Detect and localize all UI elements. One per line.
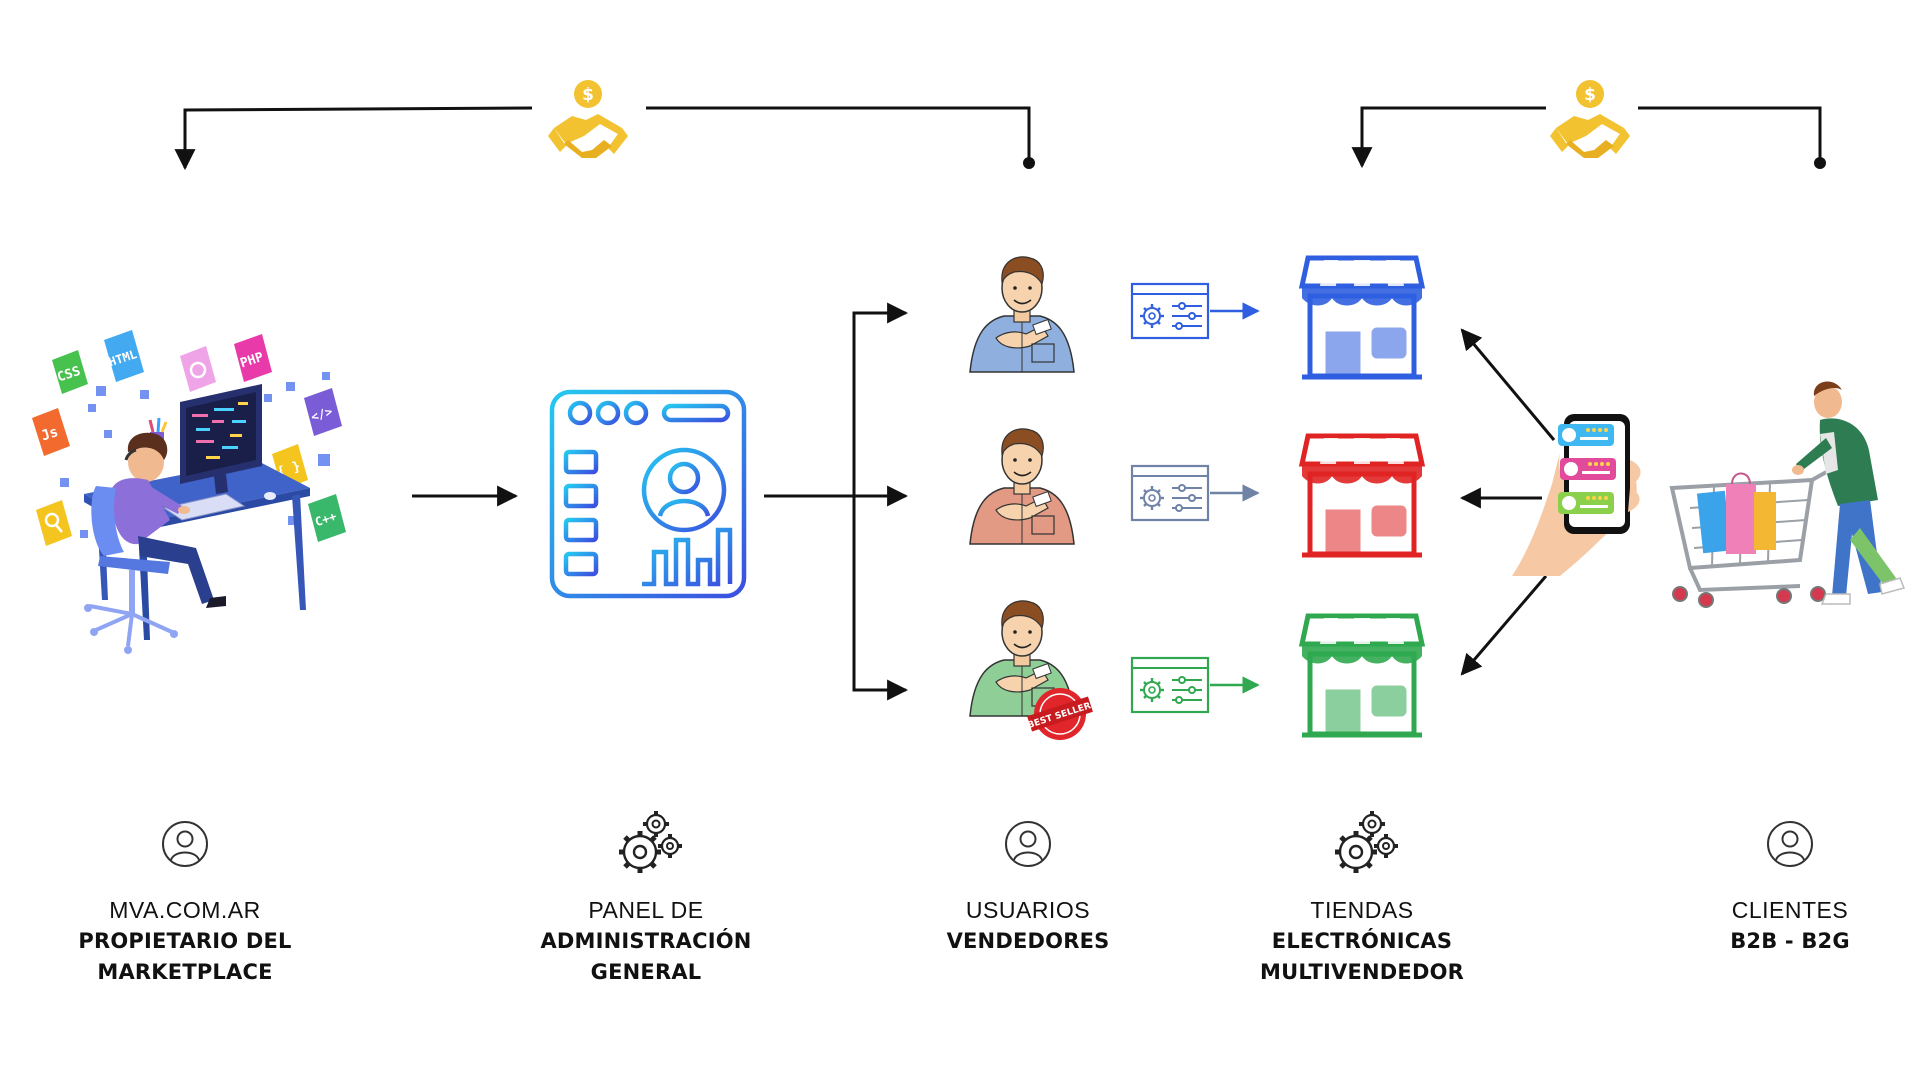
label-sellers-line2: VENDEDORES (946, 929, 1110, 953)
label-owner-line1: MVA.COM.AR (109, 897, 261, 923)
label-panel: PANEL DE ADMINISTRACIÓN GENERAL (466, 895, 826, 988)
shopper-cart-illustration (1669, 381, 1906, 608)
label-clients: CLIENTES B2B - B2G (1610, 895, 1920, 957)
svg-text:C++: C++ (313, 509, 338, 529)
php-tag: PHP (234, 334, 272, 382)
label-panel-line3: GENERAL (590, 960, 702, 984)
code-tag: </> (304, 388, 342, 436)
user-circle-icon (1005, 821, 1051, 867)
top-bracket-right (1351, 80, 1826, 169)
label-stores: TIENDAS ELECTRÓNICAS MULTIVENDEDOR (1182, 895, 1542, 988)
admin-dashboard-icon (549, 389, 747, 599)
cpp-tag: C++ (308, 494, 346, 542)
gear-tag (180, 346, 216, 392)
seller-person-illustration (969, 256, 1075, 373)
label-clients-line2: B2B - B2G (1730, 929, 1850, 953)
settings-panel-icon (1130, 464, 1210, 522)
svg-text:</>: </> (309, 404, 334, 424)
label-sellers-line1: USUARIOS (965, 897, 1091, 923)
svg-text:Js: Js (39, 424, 60, 444)
svg-text:PHP: PHP (238, 350, 265, 372)
label-panel-line2: ADMINISTRACIÓN (540, 929, 752, 953)
label-owner-line2: PROPIETARIO DEL (78, 929, 292, 953)
arrows-panel-to-sellers (764, 302, 909, 701)
top-bracket-left (174, 80, 1035, 171)
label-panel-line1: PANEL DE (588, 897, 704, 923)
storefront-icon (1302, 258, 1422, 377)
phone-reviews-icon (1512, 414, 1641, 576)
css-tag: CSS (52, 350, 88, 394)
settings-panel-icon (1130, 282, 1210, 340)
gears-icon (1335, 811, 1398, 873)
arrows-clients-to-stores (1459, 328, 1556, 676)
handshake-dollar-icon (548, 80, 628, 158)
label-stores-line1: TIENDAS (1310, 897, 1414, 923)
user-circle-icon (162, 821, 208, 867)
label-owner: MVA.COM.AR PROPIETARIO DEL MARKETPLACE (5, 895, 365, 988)
js-tag: Js (32, 408, 70, 456)
label-sellers: USUARIOS VENDEDORES (848, 895, 1208, 957)
label-clients-line1: CLIENTES (1731, 897, 1849, 923)
best-seller-badge: BEST SELLER (1026, 688, 1093, 740)
user-circle-icon (1767, 821, 1813, 867)
label-stores-line2: ELECTRÓNICAS (1271, 929, 1453, 953)
label-stores-line3: MULTIVENDEDOR (1260, 960, 1464, 984)
handshake-dollar-icon (1550, 80, 1630, 158)
storefront-icon (1302, 616, 1422, 735)
storefront-icon (1302, 436, 1422, 555)
svg-text:CSS: CSS (55, 364, 82, 386)
gears-icon (619, 811, 682, 873)
search-tag (36, 500, 72, 546)
seller-person-illustration (969, 428, 1075, 545)
settings-panel-icon (1130, 656, 1210, 714)
developer-desk-illustration: CSS HTML PHP </> Js { } C++ (32, 330, 346, 654)
label-owner-line3: MARKETPLACE (97, 960, 273, 984)
html-tag: HTML (104, 330, 144, 382)
